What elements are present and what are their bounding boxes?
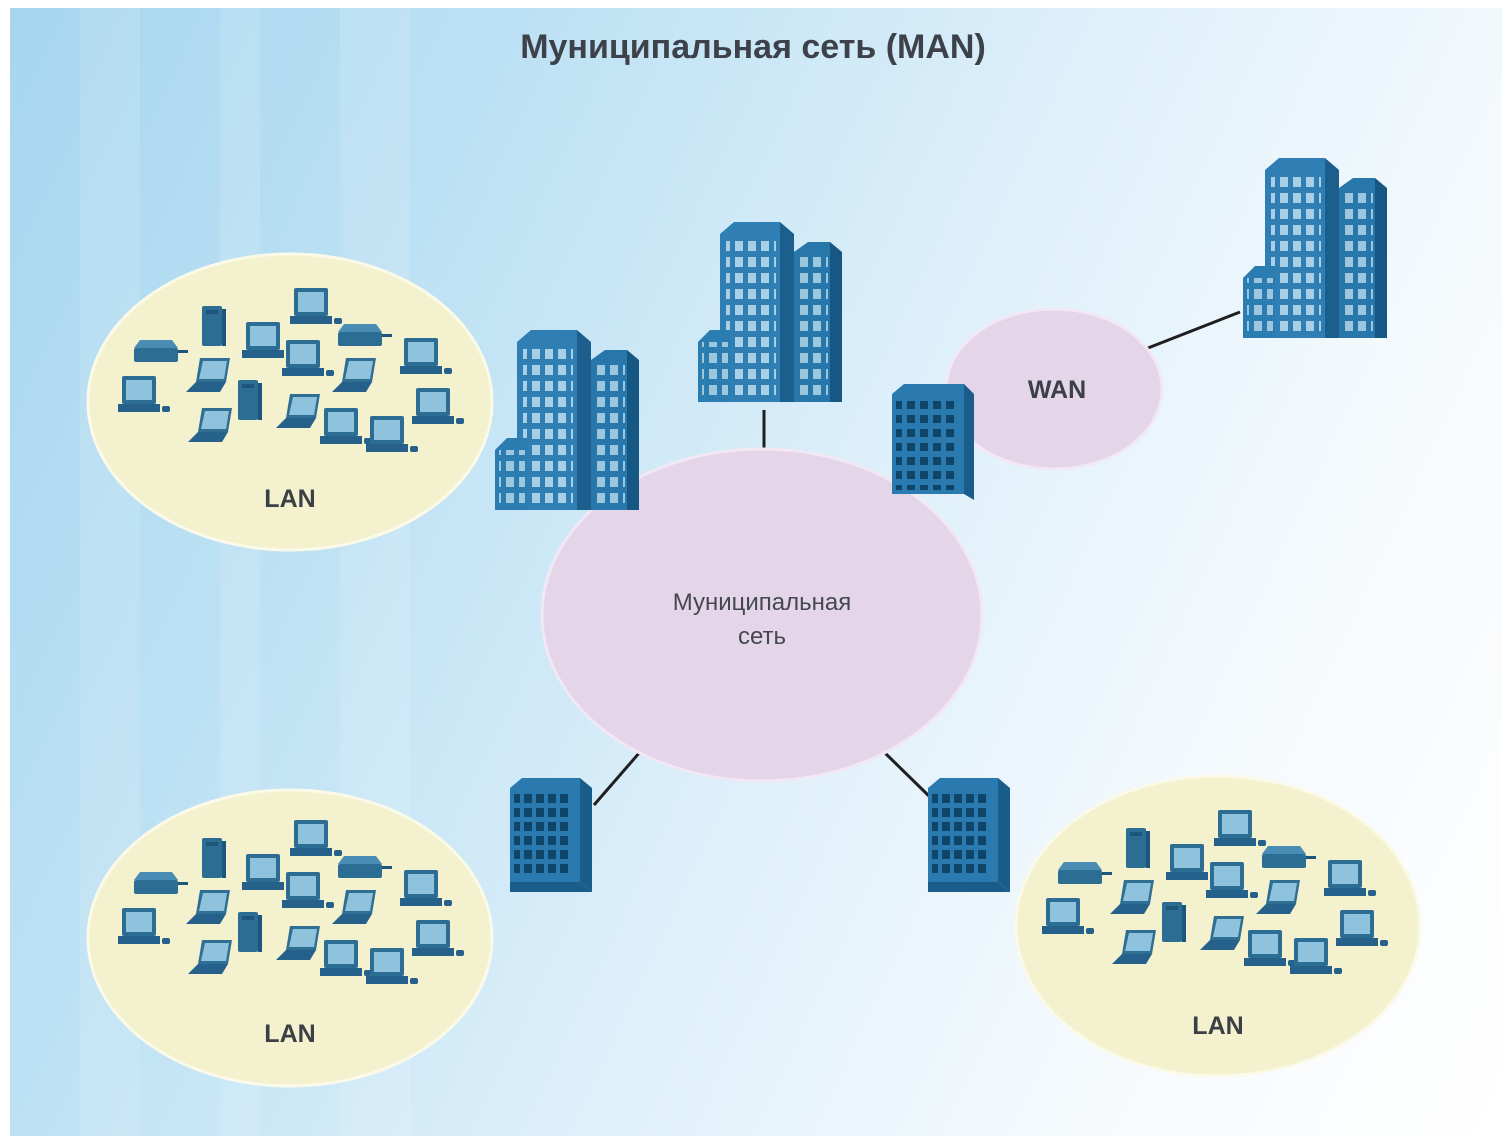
man-label: Муниципальная сеть: [612, 586, 912, 654]
lan-label: LAN: [264, 1020, 316, 1048]
wan-label: WAN: [1027, 376, 1087, 404]
building-icon: [1243, 158, 1387, 338]
lan-label: LAN: [264, 485, 316, 513]
lan-label: LAN: [1192, 1012, 1244, 1040]
link-wan-tower: [1147, 310, 1241, 350]
man-label-line-2: сеть: [737, 623, 787, 650]
page-title: Муниципальная сеть (MAN): [520, 28, 986, 66]
building-icon: [698, 222, 842, 402]
office-block-icon: [510, 778, 592, 892]
building-icon: [495, 330, 639, 510]
link-man-block-right: [882, 750, 932, 799]
office-block-icon: [928, 778, 1010, 892]
man-cloud: [540, 447, 984, 783]
man-label-line-1: Муниципальная: [672, 589, 852, 616]
link-man-block-left: [592, 751, 642, 806]
office-block-icon: [892, 384, 974, 500]
connection-lines: [592, 310, 1241, 806]
